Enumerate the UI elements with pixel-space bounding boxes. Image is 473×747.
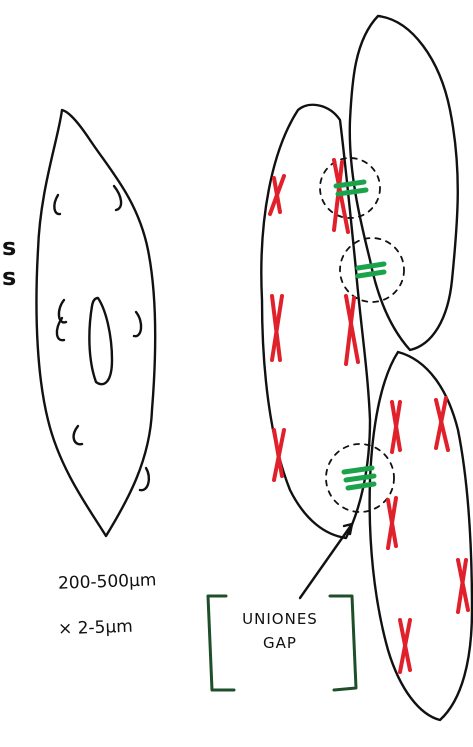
gap-junction-2a: [358, 264, 384, 268]
nucleus-outline: [89, 298, 112, 384]
gap-label-line-2: GAP: [228, 634, 332, 652]
gap-junction-2b: [358, 272, 384, 276]
gap-junction-label: UNIONES GAP: [228, 610, 332, 652]
pointer-arrow: [300, 524, 352, 598]
gap-junction-1b: [338, 190, 366, 194]
cell-bottom-right: [370, 352, 472, 720]
notch-left-1: [54, 195, 60, 214]
notch-left-4: [74, 426, 82, 444]
gap-junction-3a: [344, 468, 372, 472]
bracket-right: [330, 596, 356, 690]
single-cell-outline: [36, 110, 155, 536]
notch-right-2: [134, 312, 141, 336]
fiber-1b: [270, 176, 284, 214]
length-label: 200-500μm: [58, 570, 157, 593]
width-label: × 2-5μm: [58, 617, 133, 640]
gap-label-line-1: UNIONES: [228, 610, 332, 628]
notch-right-1: [114, 186, 121, 210]
notch-right-3: [140, 468, 149, 490]
